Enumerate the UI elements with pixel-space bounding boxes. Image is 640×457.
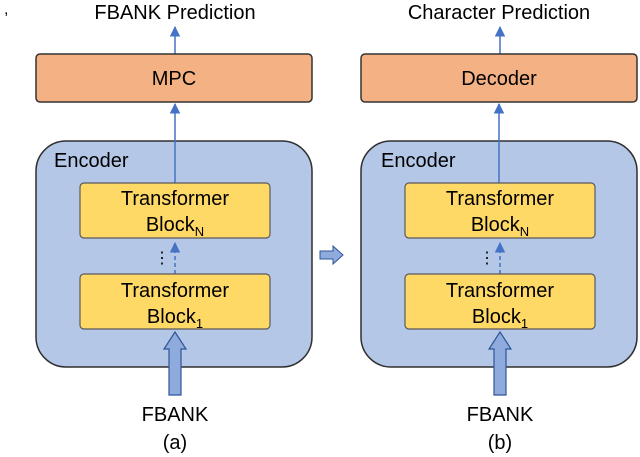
panel-b-block-bottom (404, 273, 596, 330)
panel-a-head-box (35, 53, 313, 103)
panel-a-output-label: FBANK Prediction (94, 2, 255, 24)
panel-b-block-top-label: Transformer (446, 188, 555, 210)
panel-b-block-top-label2: BlockN (471, 214, 529, 239)
panel-b-input-label: FBANK (467, 404, 534, 426)
panel-b-output-label: Character Prediction (408, 2, 590, 24)
panel-a: FBANK Prediction MPC Encoder Transformer… (35, 2, 313, 454)
panel-a-block-top-label: Transformer (121, 188, 230, 210)
panel-a-block-top (79, 182, 271, 239)
panel-a-block-top-label2: BlockN (146, 214, 204, 239)
panel-a-ellipsis: ⋮ (154, 250, 170, 267)
panel-b-encoder-label: Encoder (381, 150, 456, 172)
panel-a-input-label: FBANK (142, 404, 209, 426)
transition-arrow (319, 244, 344, 266)
panel-a-block-bottom-label: Transformer (121, 280, 230, 302)
panel-b-block-bottom-label: Transformer (446, 280, 555, 302)
panel-b-head-box (360, 53, 638, 103)
corner-mark: , (4, 1, 8, 18)
panel-b-caption: (b) (488, 432, 512, 454)
panel-a-block-bottom-label2: Block1 (147, 306, 203, 331)
panel-a-block-bottom (79, 273, 271, 330)
panel-a-head-label: MPC (152, 68, 196, 90)
panel-b-input-arrow (487, 330, 513, 396)
panel-b: Character Prediction Decoder Encoder Tra… (360, 2, 638, 454)
panel-b-head-label: Decoder (461, 68, 537, 90)
panel-b-block-bottom-label2: Block1 (472, 306, 528, 331)
panel-a-encoder-label: Encoder (54, 150, 129, 172)
panel-a-caption: (a) (163, 432, 187, 454)
panel-a-input-arrow (162, 330, 188, 396)
panel-b-ellipsis: ⋮ (479, 250, 495, 267)
panel-b-block-top (404, 182, 596, 239)
